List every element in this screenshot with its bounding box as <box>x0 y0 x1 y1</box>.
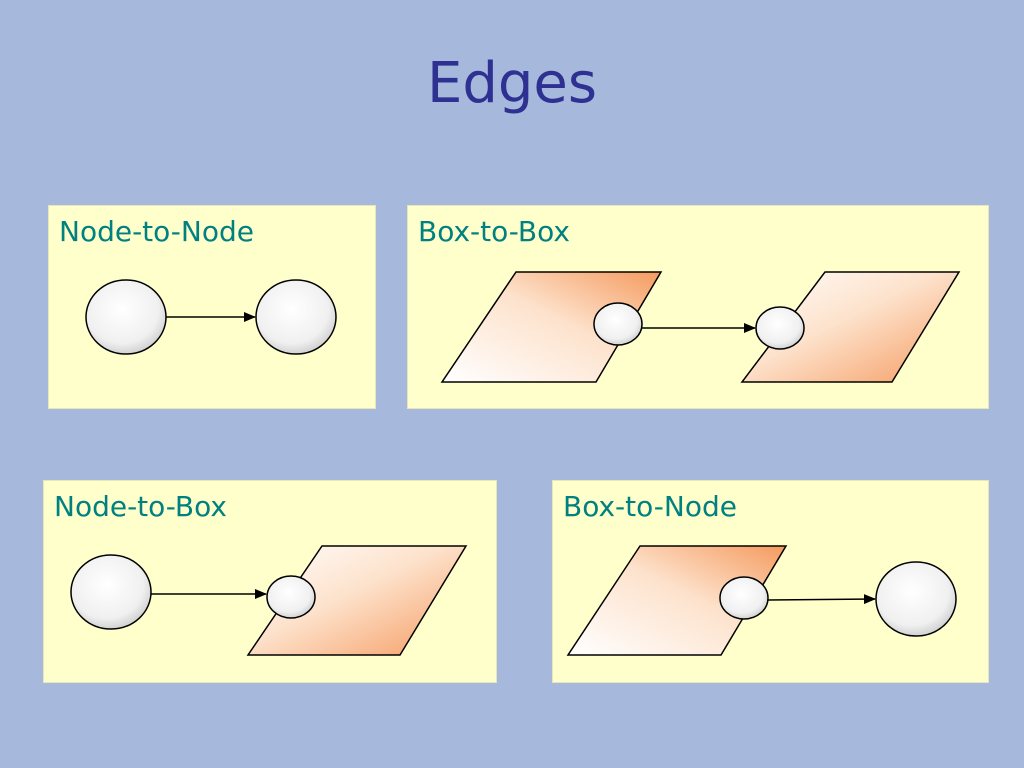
panel-node-to-box: Node-to-Box <box>43 480 497 683</box>
box-to-node-diagram <box>566 545 957 656</box>
target-node <box>875 561 957 637</box>
source-box <box>440 271 663 383</box>
target-port-node <box>266 575 316 619</box>
target-node <box>255 279 337 355</box>
slide-title: Edges <box>426 51 598 116</box>
box-to-box-diagram <box>440 271 961 383</box>
panel-node-to-node: Node-to-Node <box>48 205 376 409</box>
source-node <box>85 279 167 355</box>
panel-box-to-node: Box-to-Node <box>552 480 989 683</box>
source-box <box>566 545 788 656</box>
panel-label-node-to-node: Node-to-Node <box>59 215 254 248</box>
target-box <box>246 545 468 656</box>
source-port-node <box>593 302 643 346</box>
panel-box-to-box: Box-to-Box <box>407 205 989 409</box>
target-port-node <box>755 306 805 350</box>
panel-label-box-to-box: Box-to-Box <box>418 215 570 248</box>
node-to-box-diagram <box>70 545 468 656</box>
node-to-node-diagram <box>85 279 337 355</box>
panel-label-node-to-box: Node-to-Box <box>54 490 227 523</box>
source-node <box>70 554 152 630</box>
source-port-node <box>719 576 769 620</box>
panel-label-box-to-node: Box-to-Node <box>563 490 737 523</box>
edge-arrow <box>767 594 876 605</box>
